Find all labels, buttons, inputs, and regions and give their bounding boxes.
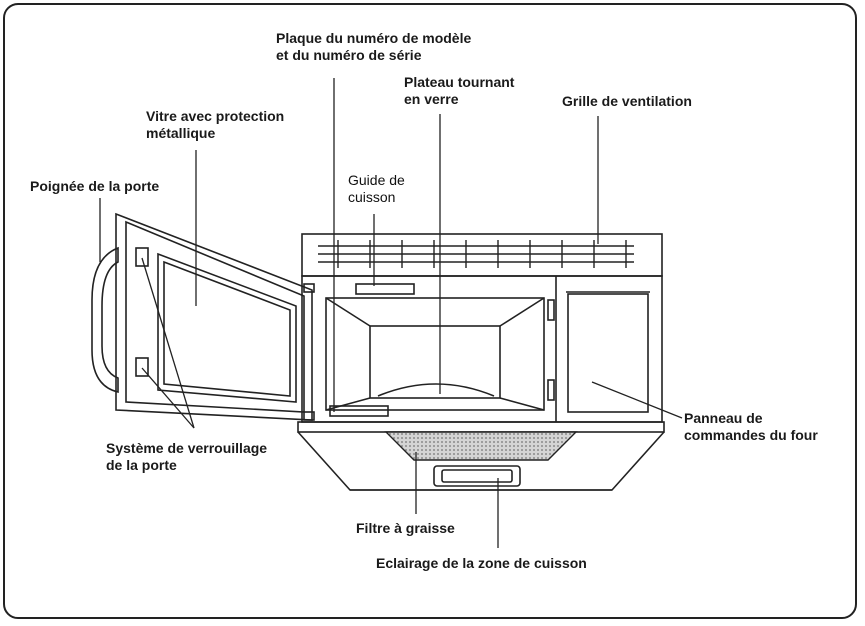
label-window: Vitre avec protection métallique [146,108,285,141]
door-window [157,252,297,403]
bottom-lip [297,421,665,433]
label-vent-grille: Grille de ventilation [562,93,692,109]
door-latch-upper [135,247,149,267]
latch-slot-top [547,299,555,321]
leader-latch-2 [141,367,195,429]
leader-latch-1 [141,257,195,429]
door-handle [91,246,119,394]
door [115,212,315,421]
oven-cavity [325,297,545,411]
label-control-panel: Panneau de commandes du four [684,410,818,443]
microwave-body [297,233,665,491]
label-door-latch: Système de verrouillage de la porte [106,440,268,473]
label-cooking-guide: Guide de cuisson [348,172,405,205]
cavity-back-wall [369,325,501,399]
model-serial-plate [329,405,389,417]
vent-panel [301,233,663,277]
control-panel [567,293,649,413]
leader-control-panel [591,381,683,419]
label-turntable: Plateau tournant en verre [404,74,515,107]
turntable [377,383,495,397]
door-latch-lower [135,357,149,377]
label-cooktop-light: Eclairage de la zone de cuisson [376,555,587,571]
cooking-guide-plate [355,283,415,295]
leader-lines [99,78,683,548]
grease-filter [384,431,578,461]
label-model-plate: Plaque du numéro de modèle et du numéro … [276,30,472,63]
label-grease-filter: Filtre à graisse [356,520,455,536]
vent-slots [318,240,634,268]
latch-slot-bottom [547,379,555,401]
outer-frame [3,3,857,619]
label-door-handle: Poignée de la porte [30,178,160,194]
cooktop-light-housing [433,465,521,487]
